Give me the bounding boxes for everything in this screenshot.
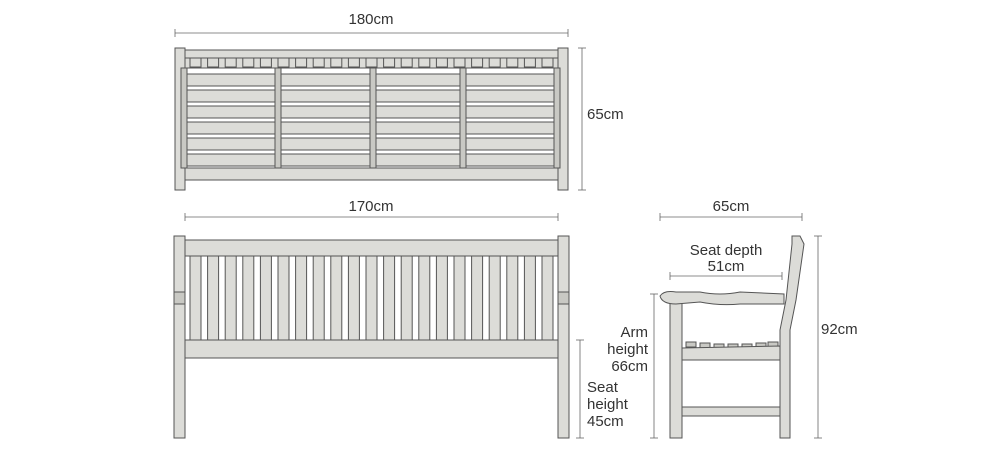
front-view-back-slat [189,255,202,341]
top-view-slat-top [488,57,501,68]
front-view-back-slat [523,255,536,341]
front-view-back-slat [347,255,360,341]
top-view-slat-top [506,57,519,68]
front-view-arm-block [173,291,186,305]
top-view-support [180,67,188,169]
arm-height-value: 66cm [611,358,648,375]
top-view-slat-tops [189,57,554,68]
side-view-back-post [779,235,805,439]
total-height-label: 92cm [821,321,858,338]
arm-height-label-line1: Arm [621,324,649,341]
front-view-slats [189,255,554,341]
front-view-back-slat [418,255,431,341]
top-view-slat-top [435,57,448,68]
front-view-back-slat [506,255,519,341]
top-view-slat-top [400,57,413,68]
seat-height-label-line2: height [587,396,629,413]
top-view: 180cm 65cm [174,11,624,191]
side-view: 65cm Seat depth 51cm Arm height 66cm 92c… [607,198,858,439]
top-view-slat-top [418,57,431,68]
front-view-back-slat [435,255,448,341]
front-view-back-slat [277,255,290,341]
top-view-slat-top [365,57,378,68]
top-view-support [274,67,282,169]
front-view-back-slat [224,255,237,341]
front-view-back-slat [541,255,554,341]
top-view-slat-top [453,57,466,68]
front-view-left-leg [173,235,186,439]
front-view-top-rail [184,239,559,257]
front-view-back-slat [471,255,484,341]
top-view-slat-top [224,57,237,68]
seat-depth-label: Seat depth [690,242,763,259]
arm-height-label-line2: height [607,341,649,358]
front-view-right-leg [557,235,570,439]
front-view-seat-rail [184,339,559,359]
top-view-slat-top [259,57,272,68]
front-view-back-slat [400,255,413,341]
front-view-back-slat [330,255,343,341]
top-view-support [459,67,467,169]
front-view-width-label: 170cm [348,198,393,215]
front-view-back-slat [259,255,272,341]
front-view-back-slat [383,255,396,341]
top-view-slat-top [242,57,255,68]
front-view-back-slat [488,255,501,341]
top-view-slat-top [383,57,396,68]
top-view-slat-top [189,57,202,68]
top-view-slat-top [295,57,308,68]
side-view-stretcher [681,406,781,417]
front-view-back-slat [207,255,220,341]
top-view-back-rail [184,49,559,59]
seat-depth-value: 51cm [708,258,745,275]
front-view-arm-block [557,291,570,305]
top-view-slat-top [330,57,343,68]
front-view-back-slat [453,255,466,341]
front-view-back-slat [295,255,308,341]
side-view-armrest [659,291,785,306]
top-view-slat-top [541,57,554,68]
front-view-back-slat [365,255,378,341]
top-view-slat-top [523,57,536,68]
front-view: 170cm Seat height 45cm [173,198,629,439]
top-view-slat-top [207,57,220,68]
side-view-depth-label: 65cm [713,198,750,215]
top-view-front-rail [184,167,559,181]
top-view-slat-top [277,57,290,68]
seat-height-label-line1: Seat [587,379,619,396]
side-view-seat-slat [685,341,697,348]
top-view-width-label: 180cm [348,11,393,28]
seat-height-value: 45cm [587,413,624,430]
top-view-depth-label: 65cm [587,106,624,123]
top-view-slat-top [312,57,325,68]
side-view-front-leg [669,301,683,439]
top-view-slat-top [347,57,360,68]
top-view-support [553,67,561,169]
front-view-back-slat [312,255,325,341]
top-view-slat-top [471,57,484,68]
top-view-support [369,67,377,169]
front-view-back-slat [242,255,255,341]
side-view-seat-frame [681,345,781,361]
